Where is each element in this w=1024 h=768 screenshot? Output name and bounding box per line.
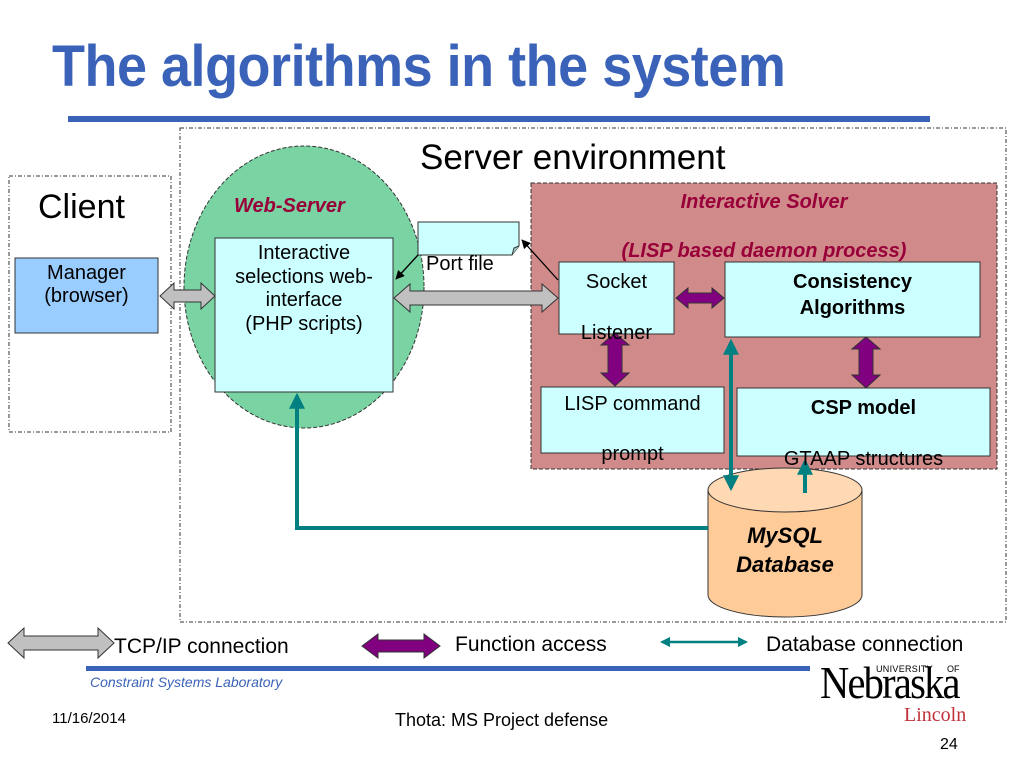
solver-title-line2: (LISP based daemon process) [621, 240, 907, 262]
web-interface-box[interactable] [214, 237, 394, 393]
server-environment-frame [179, 127, 1007, 623]
csp-line2: GTAAP structures [783, 448, 944, 470]
footer-rule [86, 666, 810, 671]
socket-listener-box[interactable] [558, 261, 675, 335]
lisp-command-box[interactable] [540, 386, 725, 454]
solver-title-line1: Interactive Solver [680, 191, 848, 213]
lisp-line2: prompt [601, 443, 664, 465]
logo-lincoln: Lincoln [904, 704, 967, 726]
port-file-label: Port file [426, 253, 494, 275]
manager-box[interactable] [14, 257, 159, 334]
socket-line1: Socket [585, 271, 648, 293]
title-underline [68, 116, 930, 122]
logo-nebraska: Nebraska [820, 657, 961, 708]
csp-model-box[interactable] [736, 387, 991, 457]
function-arrow-socket-lisp [599, 332, 631, 387]
consistency-text: Consistency Algorithms [725, 270, 980, 321]
csp-line1: CSP model [810, 397, 917, 419]
database-text: MySQL Database [708, 522, 862, 579]
web-server-label: Web-Server [234, 195, 345, 217]
logo-of: OF [947, 664, 960, 674]
legend-tcp-label: TCP/IP connection [114, 635, 289, 658]
legend-database-label: Database connection [766, 633, 964, 656]
server-environment-label: Server environment [420, 138, 726, 177]
consistency-line1: Consistency [793, 271, 912, 293]
portfile-to-web-arrow [395, 254, 419, 280]
manager-line2: (browser) [44, 285, 129, 307]
port-file-shape [417, 221, 520, 256]
function-arrow-socket-consistency [675, 286, 725, 310]
web-interface-line: Interactive [257, 242, 351, 264]
web-interface-line: selections web- [235, 265, 373, 288]
function-arrow-consistency-csp [850, 336, 882, 389]
web-interface-line: (PHP scripts) [245, 312, 363, 335]
tcp-arrow-web-socket [393, 282, 559, 314]
socket-line2: Listener [580, 322, 653, 344]
web-interface-line: interface [265, 289, 343, 312]
mysql-database-cylinder[interactable] [707, 467, 863, 618]
database-line1: MySQL [747, 523, 823, 548]
web-interface-text: Interactive selections web- interface (P… [213, 242, 395, 336]
footer-center-text: Thota: MS Project defense [395, 710, 609, 730]
db-arrow-db-web [289, 392, 708, 530]
logo-university: UNIVERSITY [876, 664, 934, 674]
manager-line1: Manager [47, 262, 126, 284]
socket-to-portfile-arrow [521, 239, 559, 281]
manager-box-text: Manager (browser) [15, 262, 158, 308]
tcp-arrow-client-web [159, 281, 216, 311]
slide-date: 11/16/2014 [52, 710, 126, 727]
client-label: Client [38, 188, 125, 226]
slide-title: The algorithms in the system [52, 34, 786, 99]
database-line2: Database [736, 551, 834, 577]
page-number: 24 [940, 736, 958, 753]
legend-function-arrow-icon [361, 633, 441, 659]
lisp-line1: LISP command [564, 393, 701, 415]
consistency-line2: Algorithms [799, 296, 906, 319]
footer-lab-name: Constraint Systems Laboratory [90, 674, 283, 690]
legend-tcp-arrow-icon [7, 626, 115, 660]
legend-function-label: Function access [455, 633, 607, 656]
consistency-algorithms-box[interactable] [724, 261, 981, 338]
